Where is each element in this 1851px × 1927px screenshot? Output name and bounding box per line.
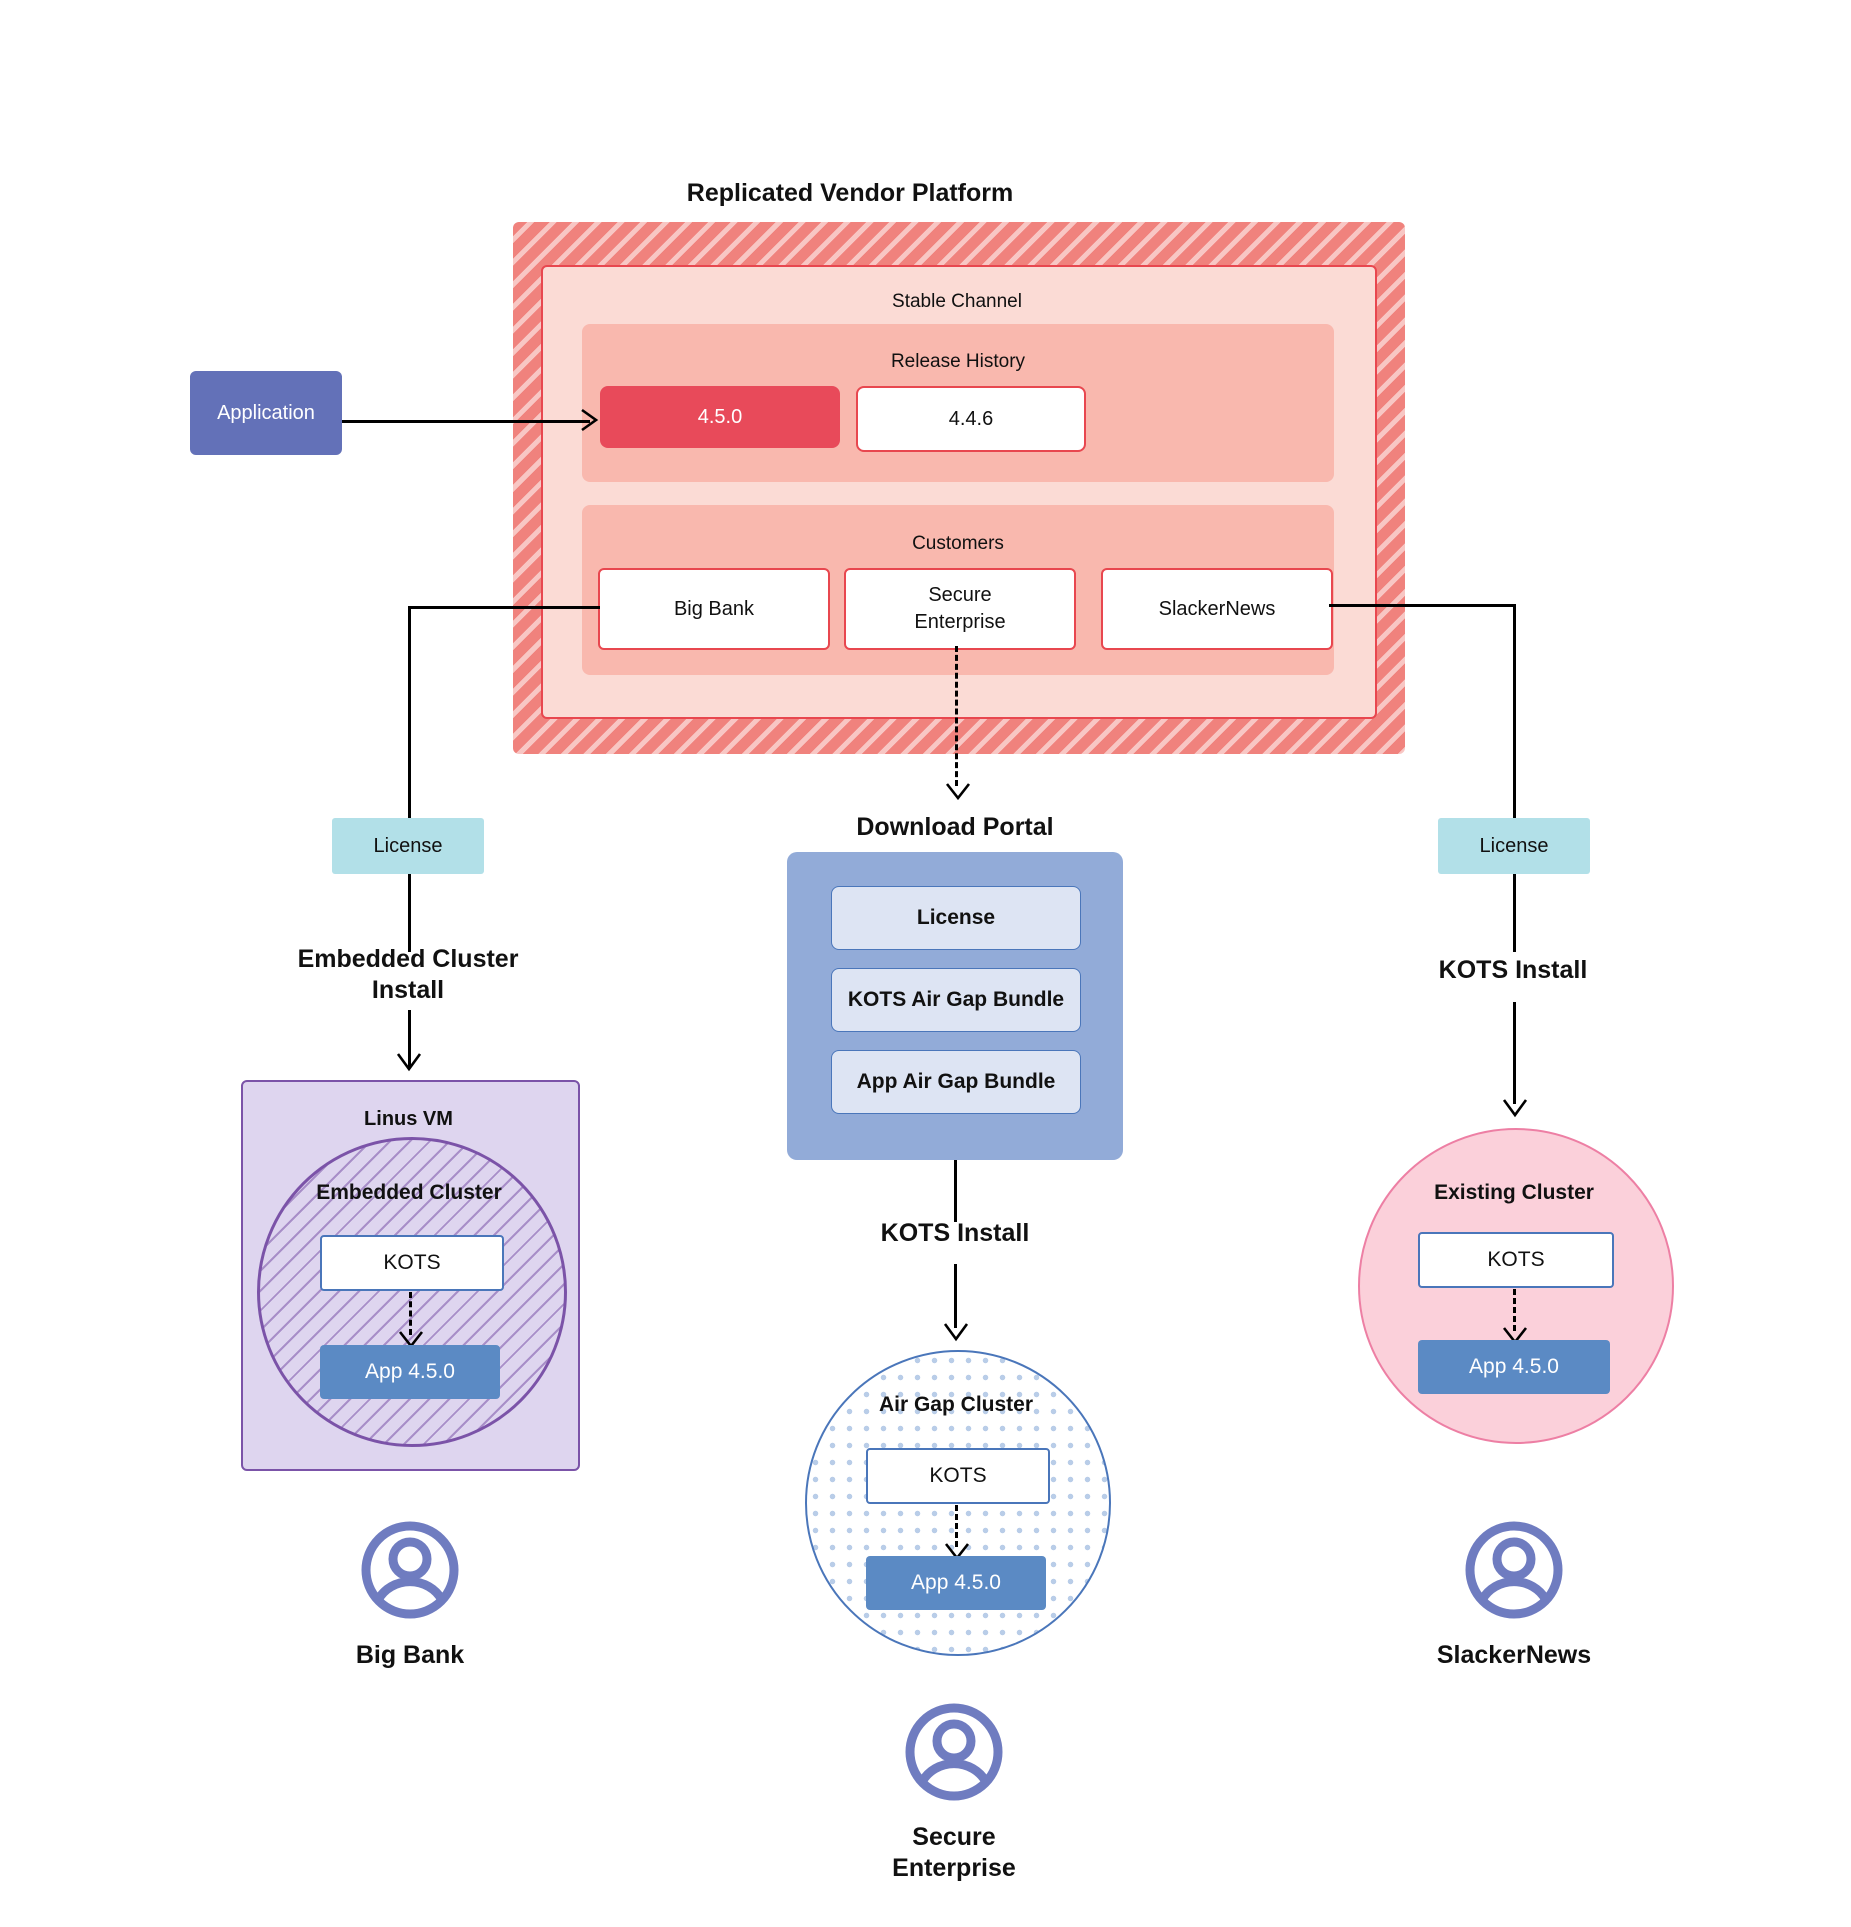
license-chip-left[interactable]: License: [332, 818, 484, 874]
app-box-existing[interactable]: App 4.5.0: [1418, 1340, 1610, 1394]
user-avatar-icon: [361, 1521, 459, 1619]
connector-kots-to-app-airgap: [955, 1505, 958, 1547]
release-4-5-0[interactable]: 4.5.0: [600, 386, 840, 448]
connector-license-left-down: [408, 874, 411, 952]
persona-label-big-bank: Big Bank: [355, 1641, 465, 1669]
connector-portal-down: [954, 1160, 957, 1222]
page-title: Replicated Vendor Platform: [686, 179, 1014, 207]
air-gap-cluster-circle: [805, 1350, 1111, 1656]
download-portal-title: Download Portal: [856, 813, 1054, 841]
arrowhead-kots-install-center: [943, 1323, 969, 1342]
flow-label-kots-install-center: KOTS Install: [880, 1219, 1030, 1247]
kots-box-embedded[interactable]: KOTS: [320, 1235, 504, 1291]
release-history-title: Release History: [890, 351, 1026, 372]
application-box[interactable]: Application: [190, 371, 342, 455]
license-chip-right[interactable]: License: [1438, 818, 1590, 874]
linus-vm-title: Linus VM: [364, 1108, 453, 1130]
portal-item-app-air-gap-bundle[interactable]: App Air Gap Bundle: [831, 1050, 1081, 1114]
release-4-4-6[interactable]: 4.4.6: [856, 386, 1086, 452]
customer-slackernews[interactable]: SlackerNews: [1101, 568, 1333, 650]
connector-bigbank-horizontal: [408, 606, 600, 609]
arrowhead-secure-enterprise-down: [945, 783, 971, 801]
connector-kots-to-app-existing: [1513, 1289, 1516, 1331]
air-gap-cluster-title: Air Gap Cluster: [878, 1393, 1034, 1416]
connector-kots-install-right-down: [1513, 1002, 1516, 1104]
kots-box-airgap[interactable]: KOTS: [866, 1448, 1050, 1504]
existing-cluster-title: Existing Cluster: [1434, 1181, 1594, 1204]
portal-item-kots-air-gap-bundle[interactable]: KOTS Air Gap Bundle: [831, 968, 1081, 1032]
user-avatar-icon: [1465, 1521, 1563, 1619]
flow-label-embedded-cluster-install: Embedded Cluster Install: [297, 945, 519, 1005]
arrowhead-embedded-install: [396, 1053, 422, 1072]
app-box-airgap[interactable]: App 4.5.0: [866, 1556, 1046, 1610]
connector-kots-install-center-down: [954, 1264, 957, 1328]
customer-secure-enterprise[interactable]: Secure Enterprise: [844, 568, 1076, 650]
stable-channel-title: Stable Channel: [892, 291, 1022, 312]
app-box-embedded[interactable]: App 4.5.0: [320, 1345, 500, 1399]
portal-item-license[interactable]: License: [831, 886, 1081, 950]
persona-label-secure-enterprise: Secure Enterprise: [892, 1823, 1016, 1883]
customers-title: Customers: [912, 533, 1004, 554]
connector-bigbank-vertical: [408, 606, 411, 828]
user-avatar-icon: [905, 1703, 1003, 1801]
kots-box-existing[interactable]: KOTS: [1418, 1232, 1614, 1288]
connector-slackernews-horizontal: [1329, 604, 1515, 607]
connector-kots-to-app-embedded: [409, 1292, 412, 1335]
connector-secure-enterprise-down: [955, 646, 958, 786]
customer-big-bank[interactable]: Big Bank: [598, 568, 830, 650]
embedded-cluster-title: Embedded Cluster: [316, 1181, 502, 1204]
flow-label-kots-install-right: KOTS Install: [1438, 956, 1588, 984]
persona-label-slackernews: SlackerNews: [1436, 1641, 1592, 1669]
connector-license-right-down: [1513, 874, 1516, 952]
connector-slackernews-vertical: [1513, 604, 1516, 828]
arrowhead-kots-install-right: [1502, 1099, 1528, 1118]
connector-application-to-release: [342, 420, 590, 423]
arrowhead-application-to-release: [581, 408, 599, 432]
connector-embedded-install-down: [408, 1010, 411, 1068]
